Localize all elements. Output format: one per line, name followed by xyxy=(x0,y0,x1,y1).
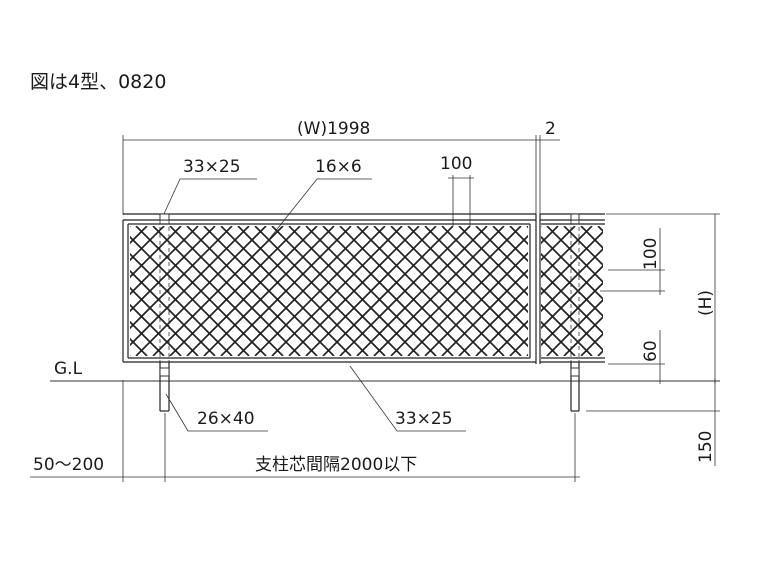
lattice-bar xyxy=(541,269,603,335)
lattice-bar xyxy=(130,269,216,356)
post-spacing-dimension xyxy=(30,380,580,482)
lattice-bar xyxy=(424,226,528,331)
right-dimension-lines xyxy=(586,213,720,466)
lattice-bar xyxy=(322,226,454,356)
post-offset-label: 50〜200 xyxy=(33,455,104,475)
lattice-bar xyxy=(541,320,576,356)
lattice-bar xyxy=(546,226,603,284)
lattice-bar xyxy=(541,286,603,352)
lattice-bar xyxy=(288,226,420,356)
lattice-bar xyxy=(546,298,603,356)
figure-caption: 図は4型、0820 xyxy=(30,71,166,93)
lattice-bar xyxy=(130,252,233,356)
lattice-bar xyxy=(541,337,559,356)
post-right xyxy=(570,362,580,412)
lattice-main xyxy=(0,226,528,356)
post-leader xyxy=(165,393,268,432)
bottom-clearance-label: 60 xyxy=(641,340,661,362)
lattice-bar xyxy=(541,303,593,356)
lattice-bar xyxy=(186,226,318,356)
lattice-bar xyxy=(130,235,250,356)
top-rail-leader xyxy=(162,178,257,217)
lattice-pitch-dimension xyxy=(448,175,474,226)
lattice-bar xyxy=(458,226,528,297)
lattice-bar xyxy=(130,303,182,356)
lattice-label: 16×6 xyxy=(315,157,362,177)
lattice-bar xyxy=(492,319,528,356)
post-size-label: 26×40 xyxy=(197,409,255,429)
lattice-bar xyxy=(541,235,603,301)
lattice-bar xyxy=(541,354,542,356)
lattice-bar xyxy=(441,226,528,314)
lattice-bar xyxy=(271,226,403,356)
lattice-bar xyxy=(394,226,524,356)
lattice-bar xyxy=(135,226,267,356)
lattice-bar xyxy=(580,226,603,250)
lattice-bar xyxy=(152,226,284,356)
lattice-bar xyxy=(220,226,352,356)
lattice-bar xyxy=(356,226,488,356)
lattice-leader xyxy=(269,178,372,239)
lattice-bar xyxy=(541,226,542,228)
lattice-right xyxy=(394,226,603,356)
width-dimension xyxy=(122,135,560,215)
lattice-bar xyxy=(130,286,199,356)
lattice-bar xyxy=(541,252,603,318)
fence-main-panel xyxy=(0,213,537,364)
lattice-bar xyxy=(475,302,528,356)
lattice-bar xyxy=(130,226,165,262)
lattice-vertical-pitch-label: 100 xyxy=(641,238,661,270)
lattice-bar xyxy=(0,226,113,356)
post-spacing-label: 支柱芯間隔2000以下 xyxy=(255,455,417,475)
lattice-bar xyxy=(254,226,386,356)
bottom-rail-label: 33×25 xyxy=(395,409,453,429)
lattice-bar xyxy=(563,315,603,356)
gap-label: 2 xyxy=(545,119,556,139)
lattice-bar xyxy=(130,320,165,356)
lattice-bar xyxy=(0,226,113,356)
lattice-bar xyxy=(580,332,603,356)
lattice-bar xyxy=(130,226,182,279)
lattice-bar xyxy=(305,226,437,356)
lattice-bar xyxy=(390,226,522,356)
lattice-bar xyxy=(130,226,131,228)
lattice-bar xyxy=(407,226,528,348)
lattice-bar xyxy=(130,354,131,356)
lattice-bar xyxy=(339,226,471,356)
lattice-bar xyxy=(492,226,528,263)
lattice-bar xyxy=(203,226,335,356)
top-rail-label: 33×25 xyxy=(183,157,241,177)
lattice-bar xyxy=(394,226,524,356)
lattice-bar xyxy=(541,226,593,279)
embed-depth-label: 150 xyxy=(696,431,716,463)
height-label: (H) xyxy=(696,290,716,316)
lattice-bar xyxy=(563,226,603,267)
lattice-bar xyxy=(237,226,369,356)
ground-line-label: G.L xyxy=(54,359,83,379)
post-left xyxy=(159,362,170,412)
lattice-bar xyxy=(541,226,576,262)
lattice-bar xyxy=(169,226,301,356)
lattice-bar xyxy=(475,226,528,280)
lattice-bar xyxy=(541,226,559,245)
fence-right-panel xyxy=(394,213,605,364)
lattice-bar xyxy=(373,226,505,356)
width-label: (W)1998 xyxy=(297,119,370,139)
bottom-rail-leader xyxy=(349,365,466,432)
lattice-pitch-label: 100 xyxy=(440,154,472,174)
